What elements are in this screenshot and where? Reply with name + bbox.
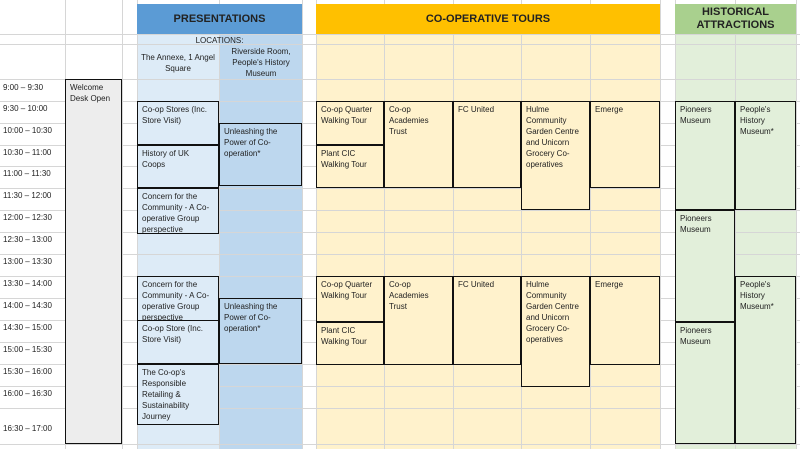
tour-plant-cic-am[interactable]: Plant CIC Walking Tour (316, 145, 384, 188)
locations-label: LOCATIONS: (195, 36, 244, 45)
tour-coop-academies-am[interactable]: Co-op Academies Trust (384, 101, 453, 188)
time-slot-label: 12:30 – 13:00 (3, 235, 52, 244)
attraction-pioneers-museum-2[interactable]: Pioneers Museum (675, 210, 735, 322)
session-coop-stores-am[interactable]: Co-op Stores (Inc. Store Visit) (137, 101, 219, 145)
location-annexe: The Annexe, 1 Angel Square (141, 53, 215, 73)
time-slot-label: 13:30 – 14:00 (3, 279, 52, 288)
session-responsible-retailing[interactable]: The Co-op's Responsible Retailing & Sust… (137, 364, 219, 425)
time-slot-label: 9:00 – 9:30 (3, 83, 44, 92)
time-slot-label: 9:30 – 10:00 (3, 104, 48, 113)
attraction-peoples-history-museum-1[interactable]: People's History Museum* (735, 101, 796, 210)
tour-hulme-pm[interactable]: Hulme Community Garden Centre and Unicor… (521, 276, 590, 387)
attraction-peoples-history-museum-2[interactable]: People's History Museum* (735, 276, 796, 444)
time-slot-label: 10:00 – 10:30 (3, 126, 52, 135)
tour-plant-cic-pm[interactable]: Plant CIC Walking Tour (316, 322, 384, 365)
session-history-uk-coops[interactable]: History of UK Coops (137, 145, 219, 188)
welcome-desk-block[interactable]: Welcome Desk Open (65, 79, 122, 444)
historical-header: HISTORICAL ATTRACTIONS (675, 4, 796, 34)
tour-coop-academies-pm[interactable]: Co-op Academies Trust (384, 276, 453, 365)
time-slot-label: 13:00 – 13:30 (3, 257, 52, 266)
attraction-pioneers-museum-3[interactable]: Pioneers Museum (675, 322, 735, 444)
time-slot-label: 16:30 – 17:00 (3, 424, 52, 433)
time-slot-label: 15:00 – 15:30 (3, 345, 52, 354)
presentations-riverside-column-bg (219, 34, 302, 449)
session-concern-community-am[interactable]: Concern for the Community - A Co-operati… (137, 188, 219, 234)
tours-header: CO-OPERATIVE TOURS (316, 4, 660, 34)
tour-hulme-am[interactable]: Hulme Community Garden Centre and Unicor… (521, 101, 590, 210)
time-slot-label: 16:00 – 16:30 (3, 389, 52, 398)
time-slot-label: 11:30 – 12:00 (3, 191, 52, 200)
tour-emerge-pm[interactable]: Emerge (590, 276, 660, 365)
tour-coop-quarter-pm[interactable]: Co-op Quarter Walking Tour (316, 276, 384, 322)
location-riverside: Riverside Room, People's History Museum (231, 47, 291, 78)
time-slot-label: 14:30 – 15:00 (3, 323, 52, 332)
tour-fc-united-pm[interactable]: FC United (453, 276, 521, 365)
session-coop-store-pm[interactable]: Co-op Store (Inc. Store Visit) (137, 320, 219, 364)
time-slot-label: 12:00 – 12:30 (3, 213, 52, 222)
tour-emerge-am[interactable]: Emerge (590, 101, 660, 188)
time-slot-label: 10:30 – 11:00 (3, 148, 52, 157)
session-concern-community-pm[interactable]: Concern for the Community - A Co-operati… (137, 276, 219, 322)
tour-fc-united-am[interactable]: FC United (453, 101, 521, 188)
session-unleashing-am[interactable]: Unleashing the Power of Co-operation* (219, 123, 302, 186)
session-unleashing-pm[interactable]: Unleashing the Power of Co-operation* (219, 298, 302, 364)
time-slot-label: 14:00 – 14:30 (3, 301, 52, 310)
time-slot-label: 11:00 – 11:30 (3, 169, 51, 178)
attraction-pioneers-museum-1[interactable]: Pioneers Museum (675, 101, 735, 210)
tour-coop-quarter-am[interactable]: Co-op Quarter Walking Tour (316, 101, 384, 145)
presentations-header: PRESENTATIONS (137, 4, 302, 34)
time-slot-label: 15:30 – 16:00 (3, 367, 52, 376)
